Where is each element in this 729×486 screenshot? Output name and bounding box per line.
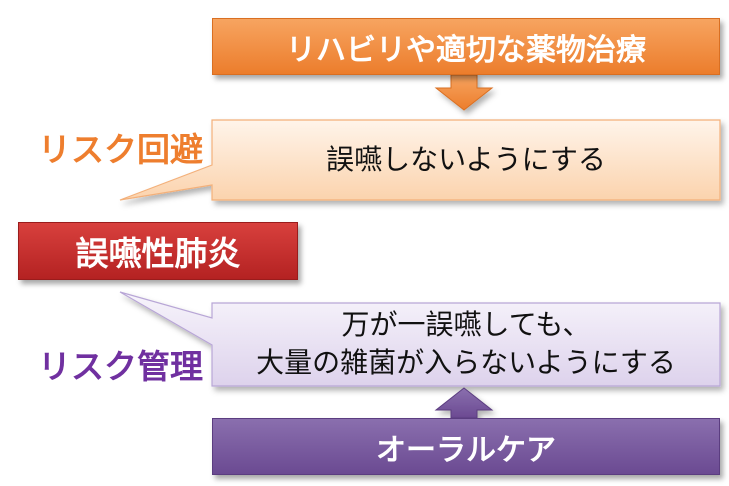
risk-manage-label: リスク管理 bbox=[38, 347, 203, 386]
risk-avoid-label: リスク回避 bbox=[38, 130, 203, 169]
callout-bottom: 万が一誤嚥しても、 大量の雑菌が入らないようにする bbox=[214, 304, 718, 384]
callout-top: 誤嚥しないようにする bbox=[214, 122, 718, 198]
oral-care-label: オーラルケア bbox=[376, 432, 556, 468]
down-arrow-icon bbox=[434, 74, 494, 111]
callout-bottom-line2: 大量の雑菌が入らないようにする bbox=[256, 346, 676, 379]
aspiration-pneumonia-box: 誤嚥性肺炎 bbox=[18, 222, 298, 280]
callout-bottom-bubble bbox=[119, 291, 721, 387]
callout-bottom-line1: 万が一誤嚥しても、 bbox=[341, 308, 591, 341]
callout-top-text: 誤嚥しないようにする bbox=[326, 143, 606, 176]
callout-top-bubble bbox=[119, 119, 721, 201]
oral-care-box: オーラルケア bbox=[212, 418, 720, 475]
rehab-treatment-box: リハビリや適切な薬物治療 bbox=[212, 18, 720, 75]
aspiration-pneumonia-label: 誤嚥性肺炎 bbox=[75, 234, 241, 273]
rehab-treatment-label: リハビリや適切な薬物治療 bbox=[286, 32, 646, 68]
up-arrow-icon bbox=[434, 387, 494, 419]
